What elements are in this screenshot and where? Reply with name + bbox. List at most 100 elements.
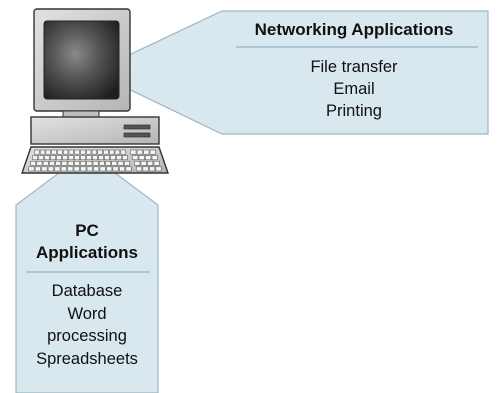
monitor-screen xyxy=(43,20,120,100)
pc-item: processing xyxy=(47,327,127,345)
keypad-key xyxy=(143,149,150,155)
key xyxy=(56,155,62,161)
key xyxy=(36,160,43,166)
key xyxy=(119,166,126,172)
key xyxy=(67,166,74,172)
pc-title-line: PC xyxy=(75,221,99,240)
key xyxy=(67,160,74,166)
keypad-key xyxy=(153,160,160,166)
key xyxy=(49,160,55,166)
key xyxy=(39,149,46,155)
keypad-key xyxy=(132,155,139,161)
keypad-key xyxy=(142,166,149,172)
key xyxy=(47,166,54,172)
key xyxy=(106,166,113,172)
key xyxy=(86,149,92,155)
drive-slot-icon xyxy=(123,124,151,130)
key xyxy=(55,160,62,166)
keypad-key xyxy=(145,155,152,161)
key xyxy=(54,166,61,172)
key xyxy=(86,155,92,161)
networking-item: Email xyxy=(333,80,375,98)
key xyxy=(117,160,124,166)
key xyxy=(92,160,99,166)
key xyxy=(73,166,80,172)
key xyxy=(34,166,41,172)
networking-callout xyxy=(91,10,489,135)
key xyxy=(104,155,110,161)
key xyxy=(51,149,57,155)
key xyxy=(62,155,68,161)
key xyxy=(112,166,119,172)
key xyxy=(80,166,87,172)
key xyxy=(99,166,106,172)
key xyxy=(120,149,126,155)
key xyxy=(98,160,105,166)
key xyxy=(74,160,80,166)
networking-item: Printing xyxy=(326,102,382,120)
key xyxy=(116,155,122,161)
key xyxy=(98,155,104,161)
key xyxy=(68,155,74,161)
pc-title: PC Applications xyxy=(18,220,156,264)
keypad-key xyxy=(149,166,156,172)
keyboard-keys xyxy=(28,149,162,172)
key xyxy=(91,149,98,155)
pc-item: Database xyxy=(51,282,123,300)
networking-title: Networking Applications xyxy=(254,20,454,39)
keypad-key xyxy=(140,160,147,166)
key xyxy=(105,160,111,166)
key xyxy=(32,155,38,161)
monitor-stand xyxy=(62,110,100,118)
key xyxy=(74,155,80,161)
keypad-key xyxy=(149,149,156,155)
key xyxy=(42,160,49,166)
drive-slot-icon xyxy=(123,132,151,138)
keypad-key xyxy=(130,149,137,155)
pc-callout xyxy=(15,151,159,393)
key xyxy=(92,155,98,161)
pc-item: Spreadsheets xyxy=(36,349,138,368)
key xyxy=(80,160,86,166)
key xyxy=(109,149,115,155)
networking-item: File transfer xyxy=(310,58,398,76)
key xyxy=(34,149,40,155)
keypad-key xyxy=(147,160,154,166)
key xyxy=(44,155,50,161)
key xyxy=(60,166,67,172)
key xyxy=(80,155,86,161)
key xyxy=(68,149,74,155)
key xyxy=(30,160,37,166)
key xyxy=(41,166,48,172)
key xyxy=(50,155,56,161)
key xyxy=(62,149,69,155)
pc-item: Word xyxy=(67,304,107,323)
key xyxy=(122,155,128,161)
keypad-key xyxy=(134,160,141,166)
keypad-key xyxy=(151,155,158,161)
key xyxy=(111,160,118,166)
networking-callout-shape xyxy=(91,10,489,135)
key xyxy=(38,155,44,161)
networking-items-list: File transfer Email Printing xyxy=(220,56,488,122)
key xyxy=(86,166,93,172)
keypad-key xyxy=(136,166,143,172)
key xyxy=(28,166,35,172)
keypad-key xyxy=(155,166,162,172)
key xyxy=(61,160,68,166)
key xyxy=(93,166,100,172)
keypad-key xyxy=(138,155,145,161)
pc-title-line: Applications xyxy=(35,243,138,262)
key xyxy=(74,149,80,155)
keypad-key xyxy=(136,149,143,155)
key xyxy=(45,149,51,155)
key xyxy=(103,149,109,155)
key xyxy=(110,155,116,161)
key xyxy=(114,149,121,155)
key xyxy=(125,166,132,172)
desktop-computer-icon xyxy=(21,8,169,174)
key xyxy=(97,149,103,155)
system-unit xyxy=(30,116,160,145)
key xyxy=(86,160,93,166)
